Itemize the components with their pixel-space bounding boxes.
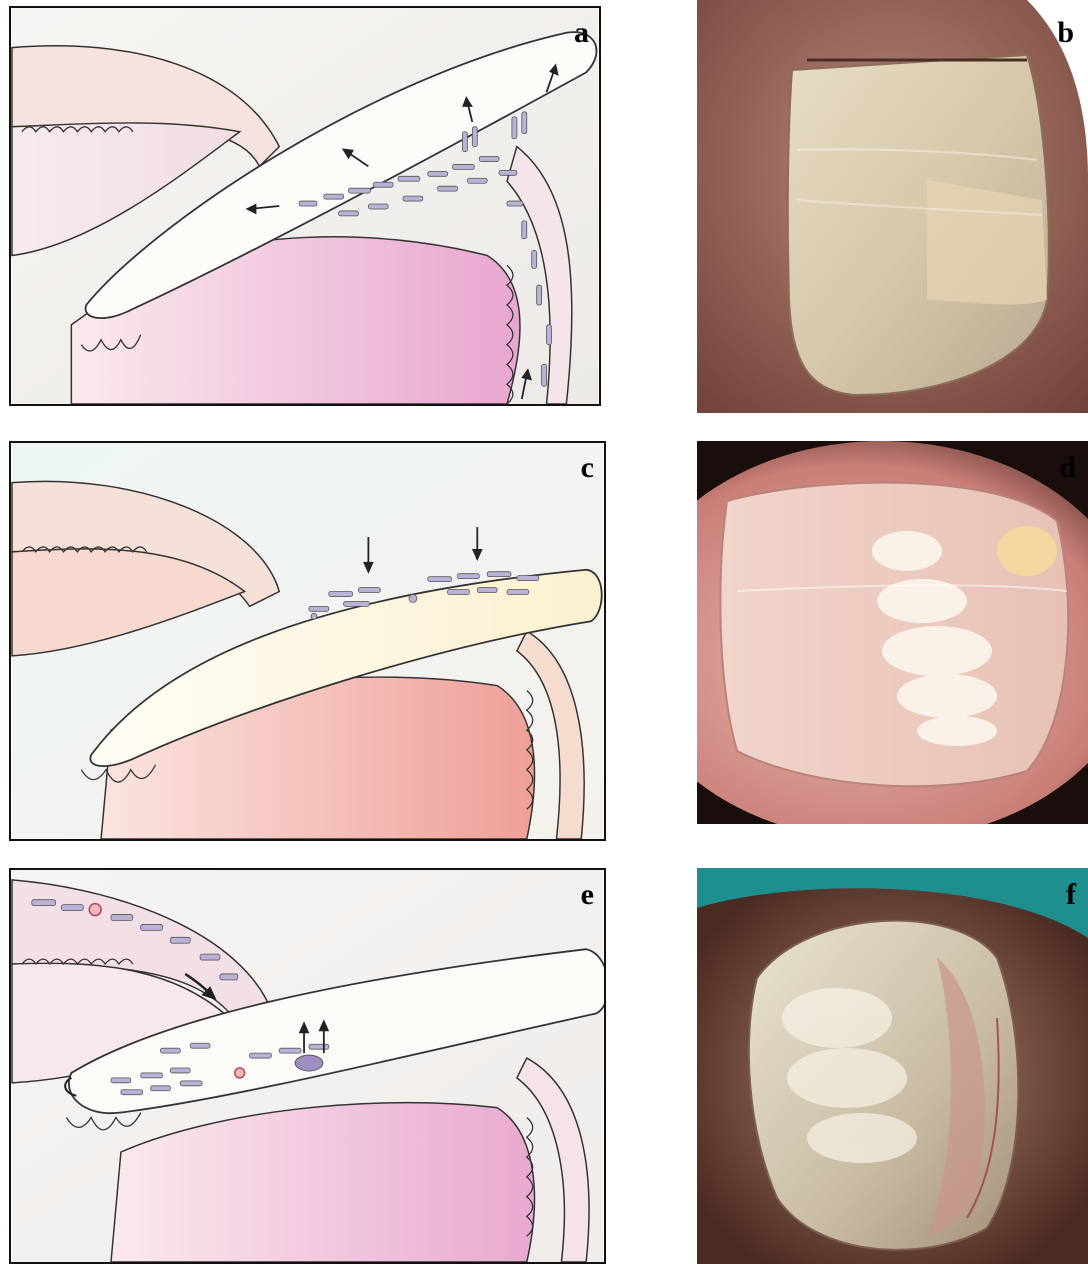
panel-b-photo: b xyxy=(697,0,1088,413)
panel-a-diagram: a xyxy=(9,6,601,406)
panel-e-diagram: e xyxy=(9,868,606,1264)
panel-label-a: a xyxy=(574,18,589,48)
photo-b-nail xyxy=(697,0,1088,413)
panel-label-c: c xyxy=(581,453,594,483)
diagram-e-illustration xyxy=(11,870,604,1262)
panel-label-f: f xyxy=(1066,880,1076,910)
panel-c-diagram: c xyxy=(9,441,606,841)
panel-label-e: e xyxy=(581,880,594,910)
cell-icon xyxy=(89,904,101,916)
cell-icon xyxy=(235,1068,245,1078)
panel-label-b: b xyxy=(1057,18,1074,48)
panel-f-photo: f xyxy=(697,868,1088,1264)
diagram-a-illustration xyxy=(11,8,599,404)
panel-label-d: d xyxy=(1059,453,1076,483)
panel-d-photo: d xyxy=(697,441,1088,824)
photo-d-nail xyxy=(697,441,1088,824)
photo-f-nail xyxy=(697,868,1088,1264)
diagram-c-illustration xyxy=(11,443,604,839)
